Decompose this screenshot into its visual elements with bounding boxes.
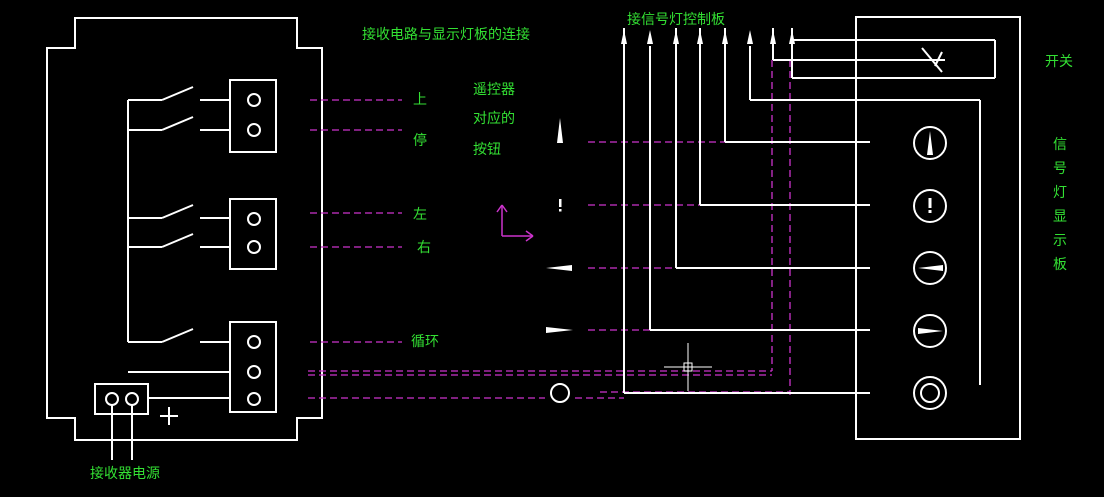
plus-icon [160,407,178,425]
lamp-cycle [913,376,947,410]
label-stop: 停 [413,133,427,149]
lamp-left [913,251,947,285]
receiver-power-label: 接收器电源 [90,466,160,482]
up-arrow-icon [557,118,563,143]
receiver-board-outline [46,17,323,441]
axis-icon [496,204,534,242]
switch-symbol [920,47,945,73]
terminal-block-2 [229,198,277,270]
switch-right [161,233,230,248]
display-board-char: 示 [1053,233,1067,249]
switch-left [161,204,230,219]
display-board-char: 号 [1053,161,1067,177]
display-board-char: 显 [1053,209,1067,225]
crosshair-cursor-icon [664,343,712,391]
switch-label: 开关 [1045,54,1073,70]
lamp-up [913,126,947,160]
receiver-power-connector [94,383,149,460]
label-left: 左 [413,207,427,223]
display-board-outline [855,16,1021,440]
display-board-char: 信 [1053,137,1067,153]
signal-board-connection-title: 接信号灯控制板 [627,12,725,28]
label-right: 右 [417,240,431,256]
display-board-char: 板 [1053,257,1067,273]
switch-up [161,86,230,101]
receiver-display-connection-title: 接收电路与显示灯板的连接 [362,27,530,43]
left-arrow-icon [546,265,572,271]
dashed-connections [308,60,791,399]
terminal-block-3 [229,321,277,413]
stop-icon [559,199,562,212]
display-board-label: 信 号 灯 显 示 板 [1052,133,1068,277]
switch-cycle [161,328,230,343]
remote-buttons-line-3: 按钮 [473,142,501,158]
label-up: 上 [413,92,427,108]
remote-buttons-line-2: 对应的 [473,111,515,127]
signal-board-wiring [623,28,996,394]
lamp-right [913,314,947,348]
terminal-block-1 [229,79,277,153]
connector-pin-arrows [621,30,795,44]
lamp-stop [913,189,947,223]
label-cycle: 循环 [411,334,439,350]
remote-buttons-line-1: 遥控器 [473,82,515,98]
right-arrow-icon [546,327,573,333]
switch-stop [161,116,230,131]
display-board-char: 灯 [1053,185,1067,201]
cycle-button-icon [550,383,570,403]
